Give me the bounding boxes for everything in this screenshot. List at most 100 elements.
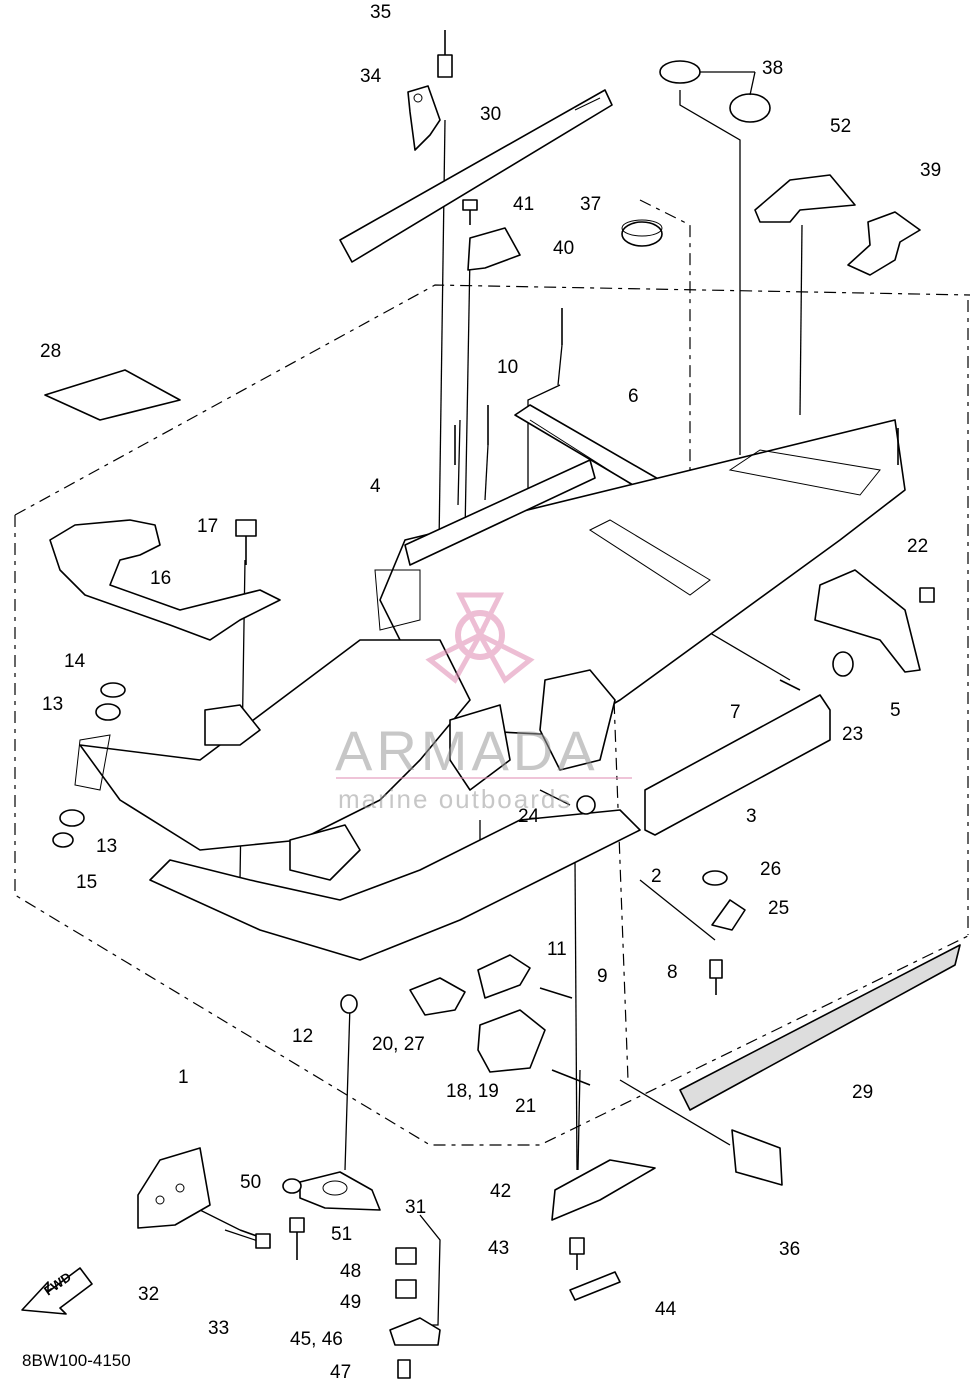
callout-label: 40 <box>553 238 574 259</box>
part-14-13-15-bushings <box>52 682 126 848</box>
part-21-bolt <box>551 1069 591 1086</box>
callout-label: 1 <box>178 1067 189 1088</box>
part-23-nut <box>832 651 854 677</box>
callout-label: 47 <box>330 1362 351 1383</box>
watermark-tagline: marine outboards <box>338 784 572 814</box>
callout-label: 51 <box>331 1224 352 1245</box>
part-33-bolt <box>239 1229 271 1249</box>
callout-label: 32 <box>138 1284 159 1305</box>
fwd-arrow-icon: FWD <box>21 1267 93 1315</box>
callout-label: 17 <box>197 516 218 537</box>
callout-label: 33 <box>208 1318 229 1339</box>
part-37-grommet <box>621 219 663 247</box>
part-30-side-panel <box>339 89 613 263</box>
callout-label: 45, 46 <box>290 1329 343 1350</box>
callout-label: 13 <box>96 836 117 857</box>
part-17-bolt <box>235 519 257 565</box>
part-22-bolt <box>919 587 935 603</box>
part-code-label: 8BW100-4150 <box>22 1351 131 1370</box>
callout-label: 38 <box>762 58 783 79</box>
callout-label: 2 <box>651 866 662 887</box>
part-12-bushing <box>340 994 358 1014</box>
callout-label: 34 <box>360 66 382 87</box>
part-1-main-frame <box>74 419 906 961</box>
watermark-logo: ARMADA marine outboards <box>335 592 632 814</box>
callout-label: 35 <box>370 2 391 23</box>
callout-label: 9 <box>597 966 608 987</box>
callout-label: 26 <box>760 859 781 880</box>
part-40-clamp <box>467 227 521 271</box>
callout-label: 36 <box>779 1239 800 1260</box>
callout-label: 52 <box>830 116 851 137</box>
part-39-pad <box>847 211 921 276</box>
part-43-fastener <box>569 1237 585 1270</box>
part-32-plate <box>137 1147 211 1229</box>
callout-label: 5 <box>890 700 901 721</box>
callout-label: 7 <box>730 702 741 723</box>
part-45-46-mount <box>389 1317 441 1346</box>
callout-label: 24 <box>518 806 540 827</box>
part-50-grommet <box>282 1178 302 1194</box>
callout-label: 20, 27 <box>372 1034 425 1055</box>
watermark-brand: ARMADA <box>335 719 599 782</box>
callout-label: 18, 19 <box>446 1081 499 1102</box>
part-47-bolt <box>397 1359 411 1379</box>
part-35-bolt <box>437 30 453 78</box>
callout-label: 15 <box>76 872 97 893</box>
callout-label: 16 <box>150 568 171 589</box>
callout-label: 21 <box>515 1096 536 1117</box>
part-52-pad <box>754 174 856 223</box>
part-31-bracket <box>299 1171 381 1211</box>
part-41-bolt <box>462 199 478 225</box>
part-24-nut <box>576 795 596 815</box>
part-51-pin <box>289 1217 305 1260</box>
part-5-bracket <box>814 569 921 673</box>
part-26-grommet <box>702 870 728 886</box>
callout-labels: 35 34 30 38 52 39 41 37 40 28 10 6 4 17 … <box>40 2 941 1383</box>
callout-label: 42 <box>490 1181 511 1202</box>
part-3-side-rail <box>644 694 831 836</box>
callout-label: 13 <box>42 694 63 715</box>
part-10-bolts <box>454 308 899 465</box>
callout-label: 48 <box>340 1261 361 1282</box>
part-38-plugs <box>659 60 771 123</box>
part-42-plate <box>551 1159 656 1221</box>
callout-label: 3 <box>746 806 757 827</box>
callout-label: 6 <box>628 386 639 407</box>
callout-label: 29 <box>852 1082 873 1103</box>
callout-label: 41 <box>513 194 534 215</box>
callout-label: 8 <box>667 962 678 983</box>
part-18-19-damper <box>477 1009 546 1073</box>
callout-label: 11 <box>547 939 567 960</box>
callout-label: 31 <box>405 1197 426 1218</box>
callout-label: 12 <box>292 1026 313 1047</box>
callout-label: 49 <box>340 1292 361 1313</box>
callout-label: 4 <box>370 476 381 497</box>
part-8-fastener <box>709 959 723 995</box>
part-49-collar <box>395 1279 417 1299</box>
callout-label: 30 <box>480 104 501 125</box>
part-44-strip <box>569 1271 621 1301</box>
callout-label: 14 <box>64 651 86 672</box>
part-7-pin <box>779 679 801 691</box>
callout-label: 22 <box>907 536 928 557</box>
part-9-bolt <box>539 987 573 999</box>
callout-label: 44 <box>655 1299 677 1320</box>
callout-label: 39 <box>920 160 941 181</box>
part-4-rail <box>404 459 596 566</box>
part-48-nut <box>395 1247 417 1265</box>
callout-label: 43 <box>488 1238 509 1259</box>
callout-label: 23 <box>842 724 863 745</box>
part-20-27-gasket <box>409 977 466 1016</box>
callout-label: 50 <box>240 1172 261 1193</box>
part-34-bracket <box>407 85 441 151</box>
callout-label: 37 <box>580 194 601 215</box>
part-25-clip <box>711 899 746 931</box>
callout-label: 28 <box>40 341 61 362</box>
part-11-mount <box>477 954 531 999</box>
part-16-bumper <box>49 519 281 641</box>
callout-label: 10 <box>497 357 518 378</box>
part-28-mat <box>44 369 181 421</box>
part-29-decal <box>679 944 961 1111</box>
